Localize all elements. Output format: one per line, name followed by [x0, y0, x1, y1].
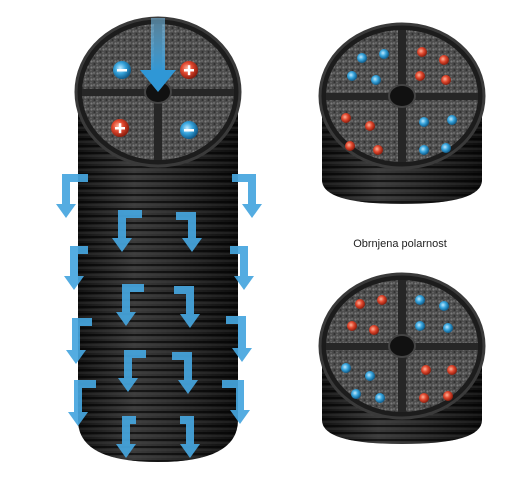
ion-cluster [341, 47, 457, 155]
plus-icon [115, 123, 125, 134]
water-flow-arrow-icon [66, 318, 92, 364]
minus-icon [184, 129, 194, 132]
charged-cell-view [318, 22, 486, 204]
water-flow-arrow-icon [176, 212, 202, 252]
water-flow-arrow-icon [64, 246, 88, 290]
water-flow-arrow-icon [56, 174, 88, 218]
water-flow-arrow-icon [174, 286, 200, 328]
minus-icon [117, 69, 127, 72]
water-flow-arrow-icon [172, 352, 198, 394]
main-cell-ribs [78, 92, 238, 462]
water-flow-arrow-icon [116, 284, 144, 326]
negative-ion-bottom-right [180, 121, 198, 139]
positive-ion-top-right [180, 61, 198, 79]
water-flow-arrow-icon [226, 316, 252, 362]
water-flow-arrow-icon [118, 350, 146, 392]
outflow-arrows [56, 174, 262, 458]
water-flow-arrow-icon [180, 416, 200, 458]
charged-cell-center-tube [388, 84, 416, 108]
plus-icon [184, 65, 194, 76]
reversed-cell-center-tube [388, 334, 416, 358]
water-flow-arrow-icon [116, 416, 136, 458]
reversed-polarity-cell-view [318, 272, 486, 444]
negative-ion-top-left [113, 61, 131, 79]
water-flow-arrow-icon [222, 380, 250, 424]
reversed-polarity-caption: Obrnjena polarnost [353, 238, 447, 250]
water-flow-arrow-icon [232, 174, 262, 218]
water-flow-arrow-icon [68, 380, 96, 426]
main-cell-stack [74, 16, 242, 462]
positive-ion-bottom-left [111, 119, 129, 137]
inflow-arrow-icon [140, 18, 176, 92]
water-flow-arrow-icon [230, 246, 254, 290]
ion-cluster [341, 295, 457, 403]
water-flow-arrow-icon [112, 210, 142, 252]
